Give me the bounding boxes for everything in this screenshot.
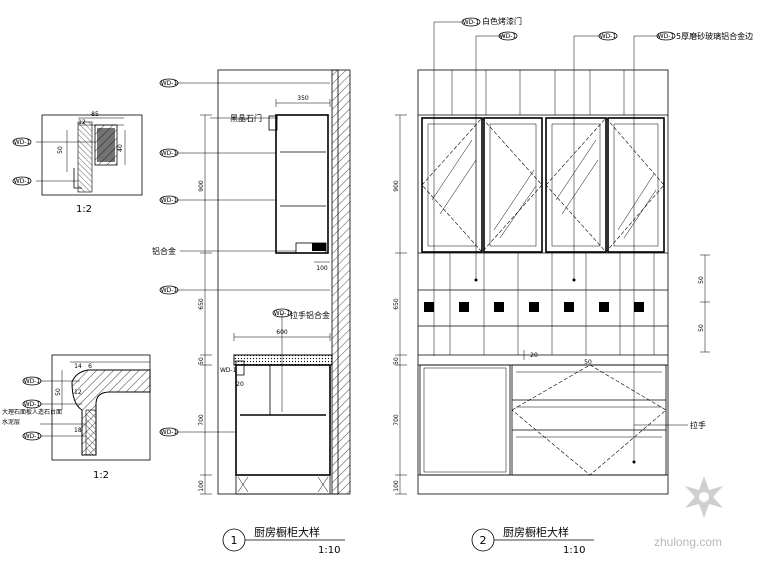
- elevation-note-2: 5厚磨砂玻璃铝合金边: [676, 31, 753, 41]
- detail-1-scale: 1:2: [76, 204, 92, 215]
- dim-600: 600: [276, 329, 288, 336]
- section-tag-2: WD-1: [159, 148, 179, 158]
- svg-text:WD-1: WD-1: [161, 287, 178, 294]
- svg-text:WD-1: WD-1: [658, 33, 675, 40]
- watermark-text: zhulong.com: [654, 535, 722, 549]
- svg-text:40: 40: [117, 144, 124, 152]
- svg-text:WD-1: WD-1: [274, 310, 291, 317]
- elevation-view: 900 650 50 700 100 50 50 20 50 WD-1: [393, 16, 753, 495]
- upper-door-edge: [268, 115, 278, 131]
- svg-text:WD-1: WD-1: [161, 80, 178, 87]
- svg-text:WD-1: WD-1: [14, 139, 31, 146]
- svg-text:WD-1: WD-1: [161, 197, 178, 204]
- svg-text:100: 100: [393, 480, 400, 492]
- section-note-3: 铝合金: [152, 246, 176, 256]
- section-view: WD-1 WD-1 WD-1 WD-1 WD-1 WD-1 黑晶石门 拉手铝合金…: [152, 69, 351, 495]
- tile-band: [424, 253, 655, 355]
- svg-text:100: 100: [198, 480, 205, 492]
- detail-1-tag-1: WD-1: [12, 137, 32, 147]
- view-title-2: 2 厨房橱柜大样 1:10: [471, 525, 594, 556]
- elevation-tag-1: WD-1: [461, 17, 481, 27]
- section-tag-1: WD-1: [159, 78, 179, 88]
- svg-text:12: 12: [74, 389, 82, 396]
- svg-text:WD-1: WD-1: [463, 19, 480, 26]
- svg-text:85: 85: [91, 111, 99, 118]
- detail-2-tag-3: WD-1: [22, 431, 42, 441]
- svg-text:50: 50: [393, 357, 400, 365]
- elevation-tag-3: WD-1: [598, 31, 618, 41]
- view-title-2-scale: 1:10: [563, 545, 585, 556]
- detail-2-note-2: 水泥层: [2, 418, 20, 426]
- lower-cabinets: [419, 364, 667, 476]
- detail-2-scale: 1:2: [93, 470, 109, 481]
- elevation-tag-4: WD-1: [656, 31, 676, 41]
- view-title-1-scale: 1:10: [318, 545, 340, 556]
- section-wd1: WD-1: [220, 367, 237, 374]
- svg-text:50: 50: [698, 324, 705, 332]
- plinth: [235, 474, 331, 495]
- watermark: zhulong.com: [654, 476, 723, 549]
- svg-text:18: 18: [74, 427, 82, 434]
- svg-text:12: 12: [78, 119, 86, 126]
- svg-text:50: 50: [198, 357, 205, 365]
- svg-text:WD-1: WD-1: [24, 433, 41, 440]
- svg-text:650: 650: [393, 298, 400, 310]
- svg-text:WD-1: WD-1: [24, 401, 41, 408]
- svg-text:14: 14: [74, 363, 82, 370]
- view-title-1: 1 厨房橱柜大样 1:10: [222, 525, 345, 556]
- elevation-note-1: 白色烤漆门: [482, 16, 522, 26]
- dim-350: 350: [297, 95, 309, 102]
- dim-20: 20: [236, 381, 244, 388]
- detail-2-tag-2: WD-1: [22, 399, 42, 409]
- section-tag-5: WD-1: [159, 427, 179, 437]
- view-title-2-text: 厨房橱柜大样: [503, 525, 569, 539]
- watermark-logo: [685, 476, 723, 518]
- svg-text:20: 20: [530, 352, 538, 359]
- svg-text:650: 650: [198, 298, 205, 310]
- svg-text:1: 1: [231, 534, 238, 547]
- svg-text:WD-1: WD-1: [161, 150, 178, 157]
- section-note-1: 黑晶石门: [230, 113, 262, 123]
- countertop: [233, 354, 333, 366]
- svg-text:6: 6: [88, 363, 92, 370]
- svg-text:700: 700: [198, 414, 205, 426]
- svg-text:WD-1: WD-1: [161, 429, 178, 436]
- detail-2: WD-1 WD-1 WD-1 大理石面板人造石台面 水泥层 14 6 50 12…: [2, 354, 151, 481]
- svg-text:900: 900: [393, 180, 400, 192]
- section-tag-6: WD-1: [272, 308, 292, 318]
- svg-text:WD-1: WD-1: [14, 178, 31, 185]
- elevation-frame: [417, 69, 669, 495]
- detail-1-tag-2: WD-1: [12, 176, 32, 186]
- wall-hatch: [331, 69, 351, 495]
- detail-2-tag-1: WD-1: [22, 376, 42, 386]
- upper-glass-doors: [421, 117, 665, 253]
- detail-1: WD-1 WD-1 85 50 12 40 1:2: [12, 111, 143, 215]
- svg-text:WD-1: WD-1: [500, 33, 517, 40]
- svg-text:50: 50: [698, 276, 705, 284]
- section-tag-4: WD-1: [159, 285, 179, 295]
- svg-text:2: 2: [480, 534, 487, 547]
- svg-text:900: 900: [198, 180, 205, 192]
- elevation-tag-2: WD-1: [498, 31, 518, 41]
- svg-text:WD-1: WD-1: [600, 33, 617, 40]
- svg-text:50: 50: [55, 388, 62, 396]
- elevation-note-3: 拉手: [690, 420, 706, 430]
- section-note-2: 拉手铝合金: [290, 310, 330, 320]
- view-title-1-text: 厨房橱柜大样: [254, 525, 320, 539]
- svg-text:50: 50: [57, 146, 64, 154]
- dim-100: 100: [316, 265, 328, 272]
- section-tag-3: WD-1: [159, 195, 179, 205]
- detail-2-frame: [51, 354, 151, 461]
- upper-cabinet: [275, 114, 329, 254]
- lower-cabinet: [235, 364, 331, 476]
- svg-text:WD-1: WD-1: [24, 378, 41, 385]
- svg-text:700: 700: [393, 414, 400, 426]
- detail-2-note-1: 大理石面板人造石台面: [2, 408, 62, 416]
- svg-text:50: 50: [584, 359, 592, 366]
- detail-1-frame: [41, 114, 143, 196]
